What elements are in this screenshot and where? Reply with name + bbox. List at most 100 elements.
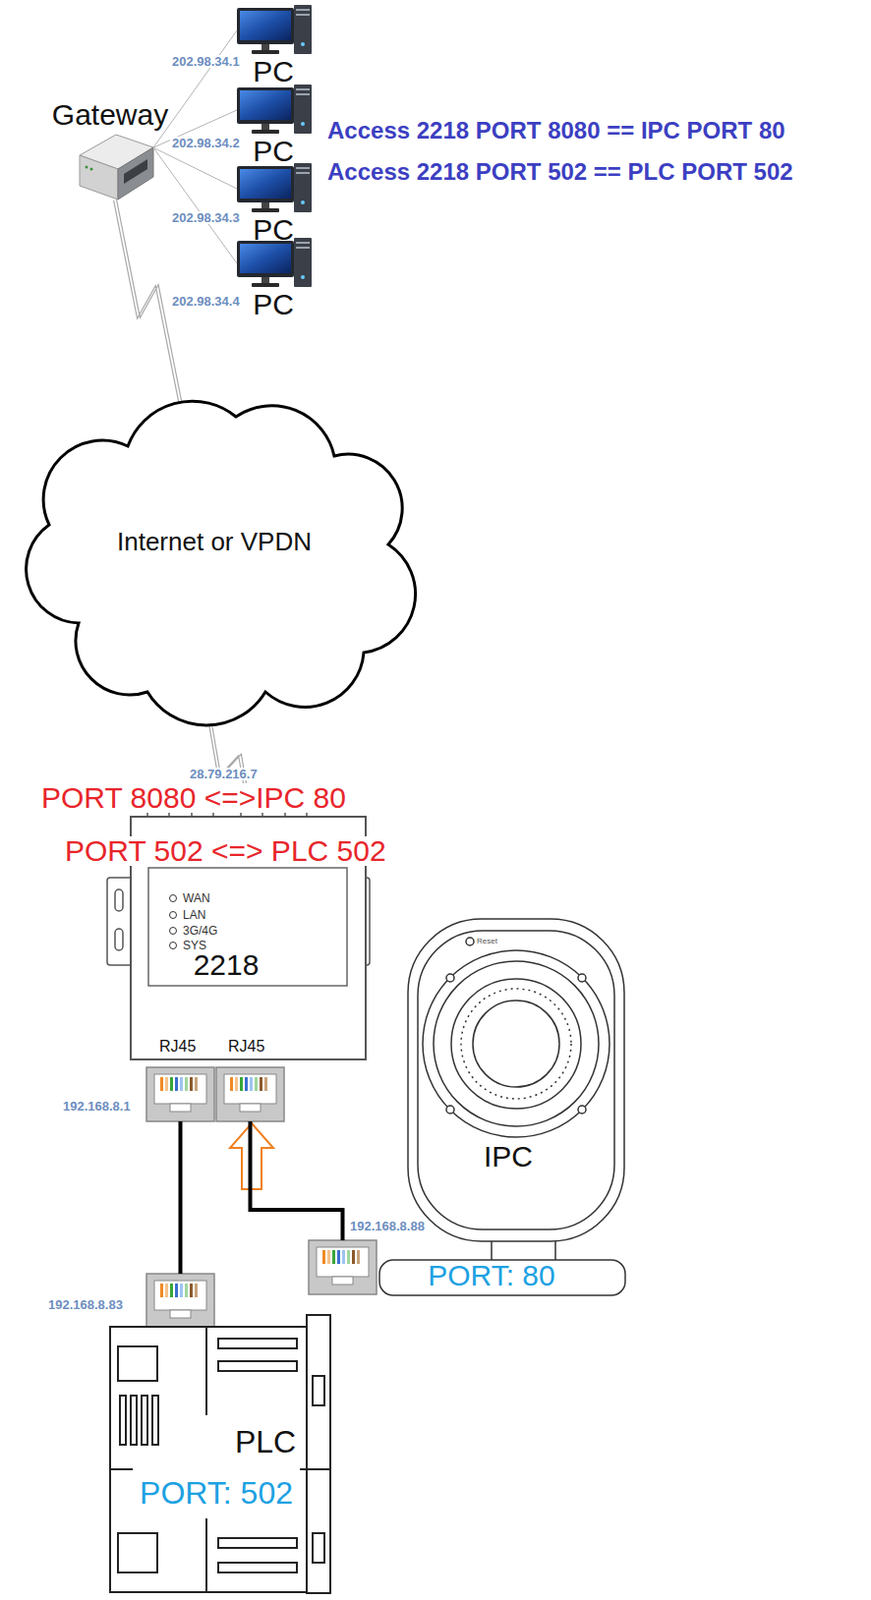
- plc-device: [141, 1395, 148, 1446]
- led-label: WAN: [180, 892, 213, 905]
- pc-node: PC: [236, 2, 314, 90]
- plc-device: [110, 1468, 133, 1471]
- ipc-camera: [433, 961, 599, 1127]
- router-2218: [170, 912, 177, 920]
- gateway-icon: [79, 155, 118, 200]
- node-text: PC: [250, 215, 296, 245]
- ip-label: 192.168.8.88: [348, 1219, 427, 1233]
- ipc-camera: [446, 974, 455, 983]
- ipc-camera: [578, 974, 586, 983]
- plc-device: [110, 1327, 307, 1593]
- plc-device: [312, 1376, 325, 1406]
- node-text: IPC: [481, 1142, 535, 1172]
- pc-node: PC: [236, 161, 314, 248]
- plc-device: [218, 1338, 297, 1349]
- plc-device: [117, 1346, 158, 1382]
- router-2218: [170, 895, 177, 903]
- node-text: PC: [250, 57, 296, 87]
- network-link: [153, 147, 237, 264]
- ipc-camera: [451, 979, 581, 1109]
- ipc-camera: [379, 1260, 626, 1296]
- ipc-camera: [417, 930, 615, 1230]
- rj45-port: [146, 1067, 215, 1122]
- port-forward-rule: PORT 502 <=> PLC 502: [62, 836, 389, 867]
- node-text: PLC: [232, 1426, 298, 1458]
- ipc-camera: [379, 919, 626, 1296]
- router-2218: [170, 942, 177, 950]
- pc-icon: [236, 4, 312, 57]
- gateway-icon: [123, 159, 148, 184]
- ip-label: 202.98.34.3: [170, 211, 242, 225]
- router-2218: [170, 928, 177, 935]
- network-link: [153, 30, 237, 148]
- rj45-detail: [316, 1247, 369, 1285]
- node-text: Gateway: [50, 100, 171, 130]
- ipc-camera: [472, 1000, 560, 1088]
- plc-device: [299, 1468, 331, 1471]
- ipc-camera: [407, 919, 625, 1242]
- plc-device: [130, 1395, 137, 1446]
- rj45-detail: [224, 1074, 277, 1112]
- rj45-detail: [154, 1280, 207, 1319]
- ip-label: 202.98.34.1: [170, 55, 242, 68]
- ethernet-cable: [250, 1121, 344, 1241]
- port-label: RJ45: [157, 1039, 198, 1055]
- rj45-port: [146, 1274, 215, 1329]
- button-label: Reset: [474, 937, 500, 946]
- ipc-node: IPC PORT: 80: [306, 919, 626, 1298]
- ip-label: 202.98.34.2: [170, 136, 242, 150]
- port-label: RJ45: [226, 1039, 267, 1055]
- ip-label: 28.79.216.7: [187, 767, 260, 781]
- plc-device: [119, 1395, 126, 1446]
- node-text: 2218: [191, 950, 262, 981]
- network-link: [153, 147, 237, 189]
- pc-node: PC: [236, 235, 314, 323]
- plc-device: [218, 1361, 297, 1372]
- rj45-port: [308, 1240, 377, 1295]
- ip-label: 202.98.34.4: [170, 294, 242, 308]
- port-forward-rule: PORT 8080 <=>IPC 80: [39, 783, 349, 813]
- ethernet-cable: [178, 1121, 183, 1275]
- gateway-node: Gateway: [39, 96, 182, 203]
- node-text: PC: [250, 290, 296, 320]
- pc-icon: [236, 84, 312, 136]
- gateway-icon: [117, 147, 154, 200]
- ipc-camera: [422, 950, 610, 1138]
- node-text: Internet or VPDN: [115, 528, 314, 555]
- plc-device: [205, 1518, 208, 1593]
- ipc-camera: [446, 1105, 455, 1114]
- plc-device: [218, 1563, 297, 1573]
- ipc-camera: [578, 1105, 586, 1114]
- gateway-icon: [90, 168, 94, 172]
- led-label: 3G/4G: [180, 925, 220, 937]
- router-2218: [148, 868, 348, 987]
- mapping-note: Access 2218 PORT 502 == PLC PORT 502: [325, 160, 796, 184]
- ip-label: 192.168.8.1: [60, 1100, 133, 1113]
- node-text: PORT: 502: [137, 1477, 295, 1510]
- plc-device: [306, 1315, 331, 1594]
- pc-icon: [236, 237, 312, 290]
- rj45-detail: [154, 1074, 207, 1112]
- pc-node: PC: [236, 82, 314, 170]
- led-label: SYS: [180, 939, 209, 952]
- plc-device: [312, 1533, 325, 1564]
- node-text: PORT: 80: [425, 1261, 558, 1291]
- plc-node: PLC PORT: 502: [110, 1274, 331, 1594]
- plc-device: [205, 1327, 208, 1416]
- ip-label: 192.168.8.83: [46, 1298, 125, 1312]
- node-text: PC: [250, 136, 296, 167]
- led-label: LAN: [180, 909, 208, 922]
- plc-device: [117, 1533, 158, 1573]
- rj45-port: [216, 1067, 285, 1122]
- gateway-icon: [85, 166, 89, 170]
- cloud-outline: [26, 401, 416, 726]
- mapping-note: Access 2218 PORT 8080 == IPC PORT 80: [325, 118, 788, 143]
- plc-device: [218, 1538, 297, 1549]
- plc-device: [152, 1395, 159, 1446]
- plc-device: [110, 1315, 331, 1594]
- pc-icon: [236, 163, 312, 215]
- router-2218: [115, 889, 123, 912]
- ipc-camera: [465, 937, 474, 946]
- ipc-camera: [461, 988, 572, 1100]
- router-2218: [115, 929, 123, 951]
